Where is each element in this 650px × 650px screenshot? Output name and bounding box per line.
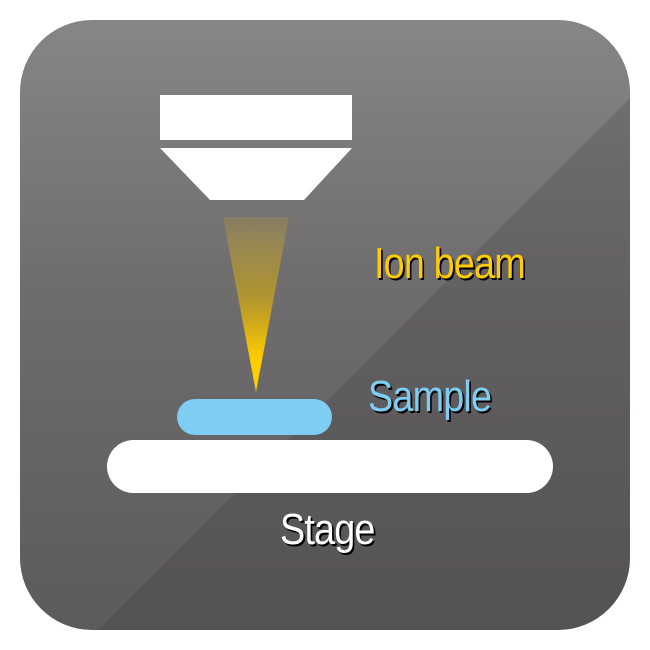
sample-label: Sample bbox=[368, 372, 492, 421]
sample-slab bbox=[177, 399, 332, 435]
stage-platform bbox=[107, 440, 553, 493]
ion-source-block bbox=[160, 95, 352, 140]
ion-beam-cone bbox=[223, 217, 289, 392]
ion-column-icon bbox=[160, 95, 352, 200]
ion-lens-trapezoid bbox=[160, 148, 352, 200]
ion-beam-label: Ion beam bbox=[374, 239, 526, 288]
stage-label: Stage bbox=[280, 505, 375, 554]
diagonal-shade bbox=[98, 98, 630, 630]
